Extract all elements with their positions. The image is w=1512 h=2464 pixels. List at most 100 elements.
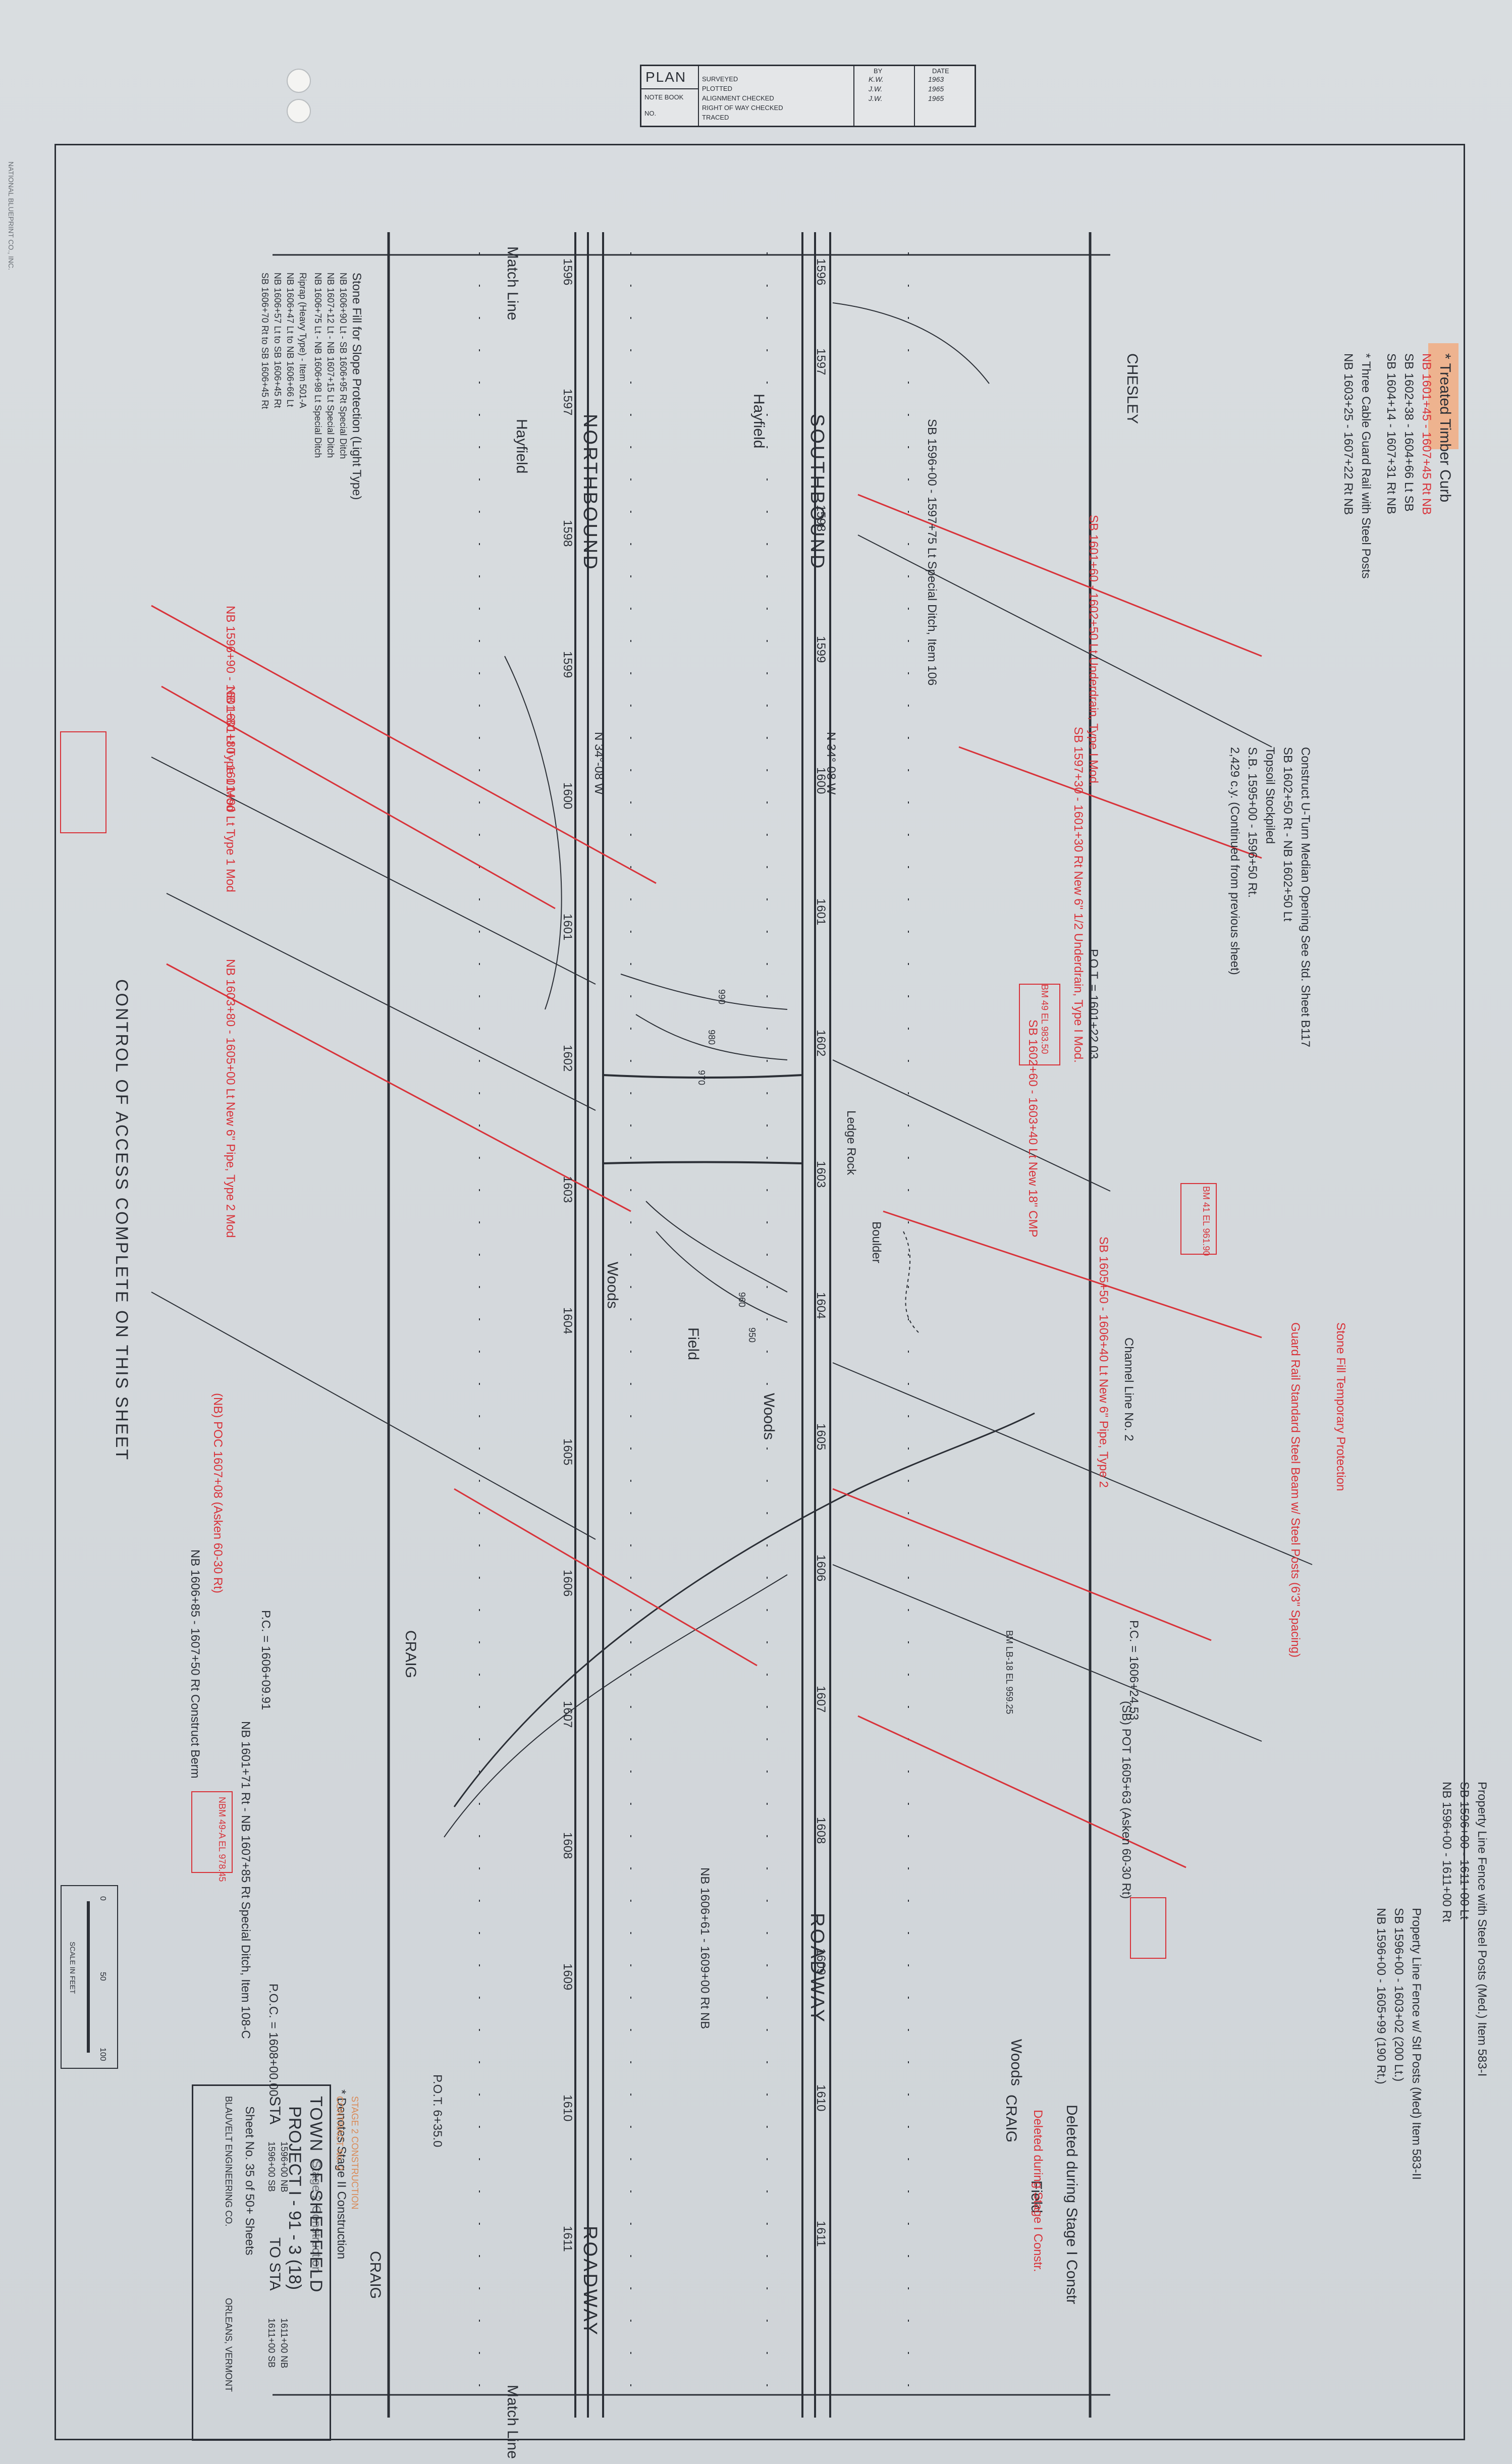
sb-station: 1609 — [814, 1948, 828, 1975]
red-stamp-box — [1019, 984, 1060, 1065]
center-note: NB 1601+71 Rt - NB 1607+85 Rt Special Di… — [239, 1721, 252, 2039]
ramp-curve — [444, 1574, 788, 1838]
engineer-name: BLAUVELT ENGINEERING CO. — [224, 2096, 234, 2227]
bearing-nb-label: N 34°-08 W — [592, 732, 606, 795]
note-line: NB 1601+45 - 1607+45 Rt NB — [1420, 353, 1433, 515]
plan-box-rule — [698, 66, 699, 126]
center-note: NB 1606+61 - 1609+00 Rt NB — [698, 1867, 712, 2029]
bench-mark-label: BM 49 EL 983.50 — [1040, 984, 1050, 1054]
nb-station: 1608 — [561, 1832, 574, 1859]
red-note: SB 1601+60 - 1602+50 Lt Underdrain, Type… — [1087, 515, 1100, 787]
sta-to-sb: 1611+00 SB — [266, 2318, 277, 2368]
nb-station: 1598 — [561, 520, 574, 547]
contour-label: 980 — [707, 1030, 717, 1045]
sb-station: 1598 — [814, 505, 828, 532]
scale-bar: 0 50 100 SCALE IN FEET — [61, 1885, 118, 2069]
note-line: NB 1603+25 - 1607+22 Rt NB — [1341, 353, 1355, 515]
center-note: Deleted during Stage I Constr — [1063, 2105, 1080, 2305]
red-note: Guard Rail Standard Steel Beam w/ Steel … — [1288, 1322, 1302, 1658]
nb-station: 1607 — [561, 1701, 574, 1728]
left-note: NB 1606+47 Lt to NB 1606+66 Lt — [285, 273, 295, 407]
nb-station: 1597 — [561, 389, 574, 416]
woods-label: Woods — [604, 1262, 621, 1309]
red-note: Stone Fill Temporary Protection — [1334, 1322, 1347, 1491]
note-line: 2,429 c.y. (Continued from previous shee… — [1228, 747, 1241, 975]
red-leader — [857, 494, 1262, 657]
note-line: Construct U-Turn Median Opening See Std.… — [1299, 747, 1312, 1047]
sb-station: 1604 — [814, 1292, 828, 1319]
town-label: TOWN OF SHEFFIELD — [306, 2096, 326, 2293]
woods-label: Woods — [1008, 2039, 1024, 2086]
nb-station: 1602 — [561, 1045, 574, 1072]
plan-row-label: RIGHT OF WAY CHECKED — [702, 104, 783, 112]
black-leader — [832, 1059, 1111, 1192]
ledge-rock-label: Ledge Rock — [844, 1110, 858, 1175]
plan-row-label: ALIGNMENT CHECKED — [702, 94, 774, 102]
red-leader — [151, 605, 657, 884]
note-line: SB 1602+50 Rt - NB 1602+50 Lt — [1281, 747, 1294, 922]
note-book-label: NOTE BOOK — [644, 93, 684, 101]
contour-label: 950 — [747, 1327, 757, 1343]
red-stamp-box — [191, 1791, 233, 1873]
sheet-number: Sheet No. 35 of 50+ Sheets — [243, 2106, 256, 2256]
sta-to-nb: 1611+00 NB — [279, 2318, 289, 2369]
northbound-label: NORTHBOUND — [579, 414, 601, 571]
plan-box-rule — [914, 66, 915, 126]
scale-label: SCALE IN FEET — [69, 1942, 77, 1994]
sb-station: 1607 — [814, 1686, 828, 1713]
left-note: NB 1606+90 Lt - SB 1606+95 Rt Special Di… — [338, 273, 348, 459]
craig-label: CRAIG — [367, 2251, 384, 2299]
nb-station: 1596 — [561, 258, 574, 286]
black-leader — [832, 1564, 1262, 1742]
contour-label: 970 — [696, 1070, 707, 1086]
center-note: P.C. = 1606+09.91 — [259, 1610, 273, 1710]
center-note: SB 1596+00 - 1603+02 (200 Lt.) — [1392, 1908, 1406, 2082]
binder-hole — [287, 99, 311, 123]
boulder-label: Boulder — [870, 1221, 883, 1263]
stage-label: STAGE 2 CONSTRUCTION — [350, 2096, 360, 2210]
red-note: SB 1602+60 - 1603+40 Lt New 18" CMP — [1026, 1020, 1040, 1238]
sta-from-nb: 1596+00 NB — [279, 2141, 289, 2192]
plan-row-by: J.W. — [869, 94, 883, 102]
terrain-line — [832, 302, 990, 384]
plan-box-rule — [641, 88, 698, 89]
red-stamp-box — [60, 731, 106, 833]
plan-box: PLAN NOTE BOOK NO. BY DATE SURVEYED PLOT… — [640, 65, 976, 127]
sb-station: 1601 — [814, 898, 828, 926]
sb-station: 1603 — [814, 1161, 828, 1188]
drawing-frame — [55, 144, 1465, 2440]
roadway-nb-label: ROADWAY — [579, 2226, 601, 2337]
plan-row-by: K.W. — [869, 75, 884, 83]
note-line: * Three Cable Guard Rail with Steel Post… — [1359, 353, 1373, 579]
center-note: NB 1606+85 - 1607+50 Rt Construct Berm — [188, 1549, 202, 1779]
nb-station: 1604 — [561, 1307, 574, 1334]
center-note: NB 1596+00 - 1605+99 (190 Rt.) — [1374, 1908, 1388, 2084]
plan-row-label: PLOTTED — [702, 85, 732, 92]
sta-from-sb: 1596+00 SB — [266, 2141, 277, 2192]
scale-max: 100 — [98, 2048, 107, 2061]
red-note: Deleted during Stage I Constr. — [1031, 2110, 1045, 2272]
contour-label: 960 — [737, 1292, 747, 1308]
highlight-marker — [1428, 343, 1459, 449]
sb-station: 1605 — [814, 1423, 828, 1451]
red-stamp-box — [1180, 1183, 1217, 1255]
left-note: Riprap (Heavy Type) - Item 501-A — [298, 273, 308, 408]
left-note: NB 1606+75 Lt - NB 1606+98 Lt Special Di… — [313, 273, 323, 458]
nb-station: 1601 — [561, 914, 574, 941]
left-note: NB 1607+12 Lt - NB 1607+15 Lt Special Di… — [326, 273, 336, 458]
red-leader — [161, 685, 556, 909]
red-stamp-box — [1130, 1897, 1166, 1959]
contour — [620, 974, 788, 1010]
sb-station: 1606 — [814, 1555, 828, 1582]
nb-station: 1603 — [561, 1176, 574, 1203]
project-label: PROJECT I - 91 - 3 (18) — [285, 2106, 304, 2290]
black-leader — [151, 757, 596, 985]
title-block: TOWN OF SHEFFIELD PROJECT I - 91 - 3 (18… — [192, 2084, 360, 2441]
plan-row-date: 1965 — [928, 94, 944, 102]
note-line: S.B. 1595+00 - 1596+50 Rt. — [1246, 747, 1259, 898]
sta-label: STA — [266, 2096, 283, 2125]
center-note: Channel Line No. 2 — [1122, 1337, 1136, 1441]
red-leader — [857, 1715, 1186, 1868]
center-note: SB 1596+00 - 1597+75 Lt Special Ditch, I… — [925, 419, 939, 686]
terrain-line — [504, 656, 562, 1010]
